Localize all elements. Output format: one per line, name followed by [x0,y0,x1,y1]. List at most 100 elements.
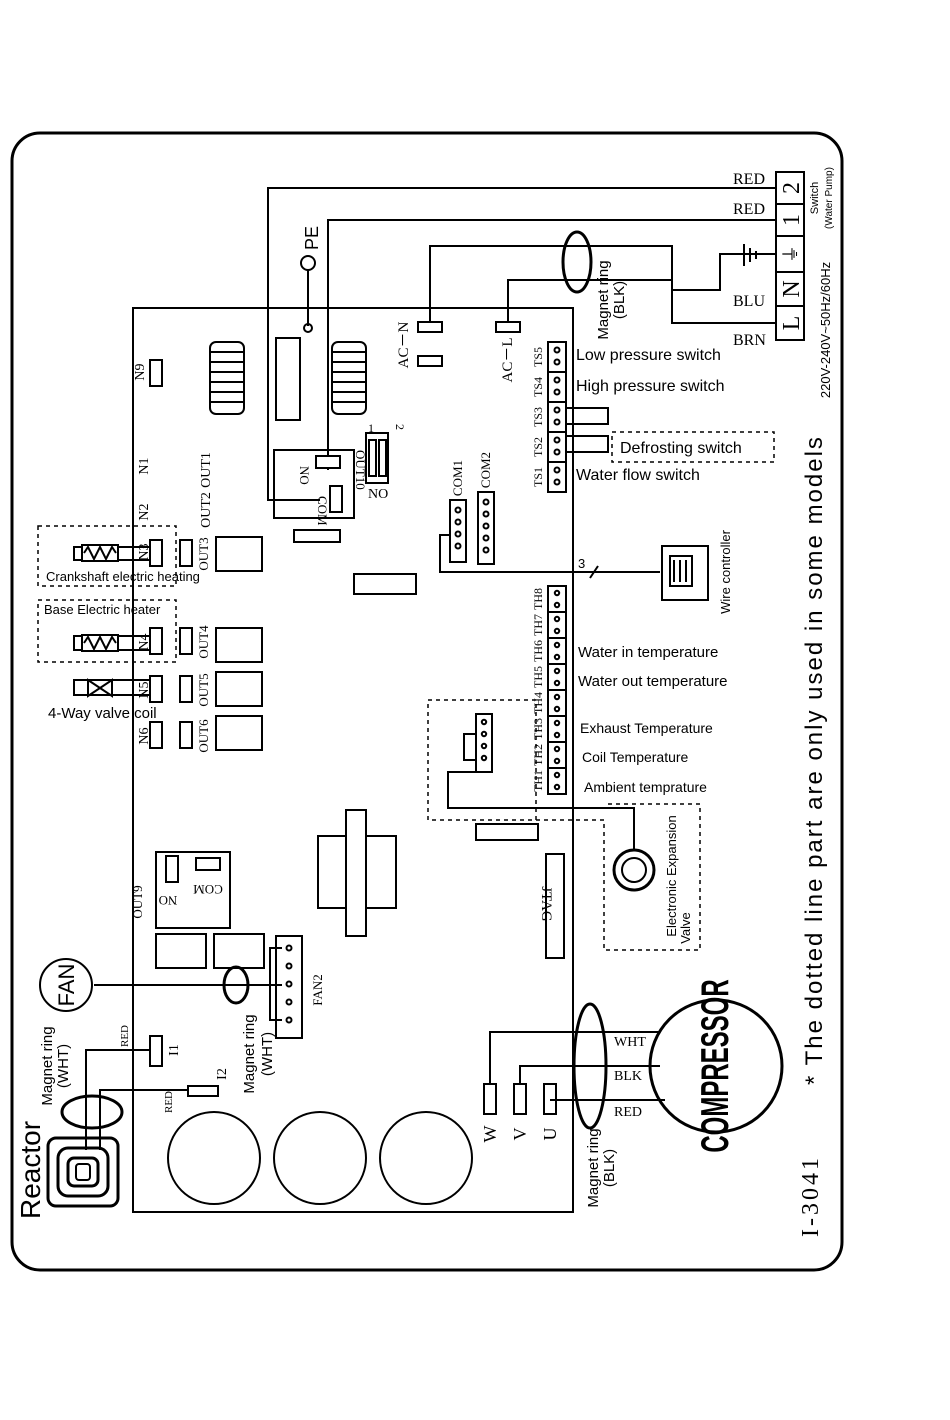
reactor [46,1136,120,1208]
svg-text:COM: COM [315,496,330,526]
water-out-label: Water out temperature [578,673,728,690]
comp-wire-blk-label: BLK [614,1069,642,1084]
ts-connectors [547,341,609,493]
capacitor-1 [167,1111,261,1205]
pe-ground: PE [300,226,322,333]
magnet-ring-comp-color: (BLK) [601,1149,618,1187]
model-number: I-3041 [798,1155,824,1237]
power-wires: RED RED BLU BRN [267,171,776,501]
com1-label: COM1 [450,460,465,496]
reactor-label: Reactor [15,1121,46,1219]
svg-text:NO: NO [368,487,388,502]
ts5-label: TS5 [531,347,545,367]
fan-label: FAN [54,964,79,1007]
out3-label: OUT3 [196,537,211,570]
out6-label: OUT6 [196,719,211,753]
crankshaft-box [37,525,177,587]
reactor-wire-red-2: RED [163,1091,175,1113]
th7-label: TH7 [531,614,545,636]
n1-label: N1 [137,457,152,474]
svg-text:2: 2 [393,424,407,430]
dip-switch: 1 2 NO [365,421,407,502]
compressor [648,998,784,1134]
com2-connector [477,491,495,565]
svg-text:COM: COM [193,882,223,897]
relay-out6 [215,715,263,751]
comp-wire-wht-label: WHT [614,1035,646,1050]
magnet-ring-comp-label: Magnet ring [585,1128,602,1207]
relay-out5 [215,671,263,707]
chip [353,573,417,595]
terminal-n: N [779,280,805,297]
out4-label: OUT4 [196,625,211,659]
relay-out3 [215,536,263,572]
defrost-box [611,431,775,463]
w-terminal [483,1083,497,1115]
n9-label: N9 [133,363,148,380]
base-heater-box [37,599,177,663]
wire-red-1: RED [733,171,765,188]
ac-n-label: AC－N [396,321,412,368]
th1-label: TH1 [531,770,545,792]
defrost-label: Defrosting switch [620,440,742,457]
out2-label: OUT2 [199,492,214,528]
out1-top-label: OUT1 [199,452,214,488]
compressor-label: COMPRESSOR [693,979,736,1152]
wire-red-2: RED [733,201,765,218]
terminal-2: 2 [779,182,805,194]
n2-label: N2 [137,503,152,520]
controller-cable [439,534,660,573]
wire-count: 3 [578,556,585,571]
reactor-wire-red-1: RED [119,1025,131,1047]
switch-label: Switch [809,182,821,214]
ts1-label: TS1 [531,467,545,487]
svg-text:OUT10: OUT10 [353,450,368,490]
th8-label: TH8 [531,588,545,610]
u-label: U [540,1128,560,1141]
v-terminal [513,1083,527,1115]
magnet-ring-blk-color: (BLK) [611,281,628,319]
com1-connector [449,499,467,563]
i1-connector [149,1035,163,1067]
small-connector [293,529,341,543]
crankshaft-heater [73,544,150,562]
eev-box [536,803,701,951]
th4-label: TH4 [531,692,545,714]
com2-label: COM2 [478,452,493,488]
switch-note: (Water Pump) [824,167,835,229]
svg-text:NO: NO [297,466,312,485]
relay-out4 [215,627,263,663]
eev-cable [447,771,635,850]
wire-controller-label: Wire controller [718,529,733,613]
coil-inductor-2 [331,341,367,415]
exhaust-label: Exhaust Temperature [580,720,713,736]
wire-controller [661,545,709,601]
magnet-ring-power [561,230,593,294]
high-pressure-label: High pressure switch [576,378,725,395]
i2-label: I2 [215,1068,230,1080]
coil-inductor-1 [209,341,245,415]
svg-text:1: 1 [368,421,374,435]
v-label: V [510,1128,530,1141]
base-heater [73,634,150,652]
water-flow-label: Water flow switch [576,467,700,484]
dotted-line-note: * The dotted line part are only used in … [801,435,828,1085]
water-in-label: Water in temperature [578,644,718,661]
power-terminal-block: 2 1 ⏚ N L Switch (Water Pump) 220V-240V~… [775,167,835,398]
terminal-ground: ⏚ [781,245,801,263]
capacitor-2 [273,1111,367,1205]
eev-label: Electronic Expansion [664,815,679,936]
jtag-label: JTAG [538,886,554,922]
magnet-ring-reactor [60,1094,124,1130]
ac-n-connector [417,321,443,333]
magnet-ring-compressor [572,1002,608,1130]
out5-label: OUT5 [196,673,211,706]
fan2-connector [275,935,303,1039]
ambient-label: Ambient temprature [584,779,707,795]
fuse [275,337,301,421]
wire-brn: BRN [733,332,766,349]
i2-connector [187,1085,219,1097]
jtag-connector [545,853,565,959]
magnet-ring-wht-color: (WHT) [259,1032,276,1076]
fan2-label: FAN2 [310,974,325,1006]
